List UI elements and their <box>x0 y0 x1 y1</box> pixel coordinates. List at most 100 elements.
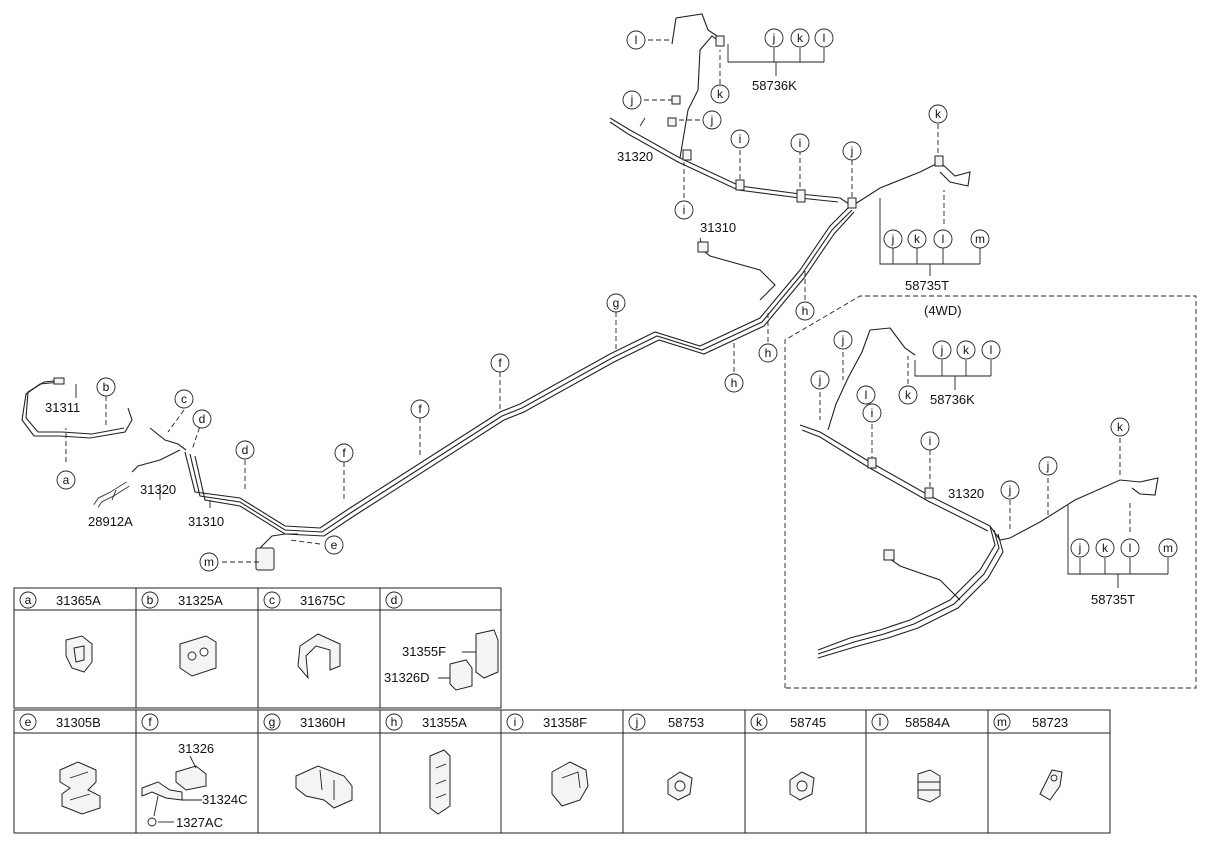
callout-j: j <box>932 340 952 360</box>
callout-l: l <box>1120 538 1140 558</box>
callout-m: m <box>970 229 990 249</box>
svg-text:g: g <box>269 715 276 729</box>
callout-f: f <box>490 353 510 373</box>
label-31320-top: 31320 <box>617 149 653 164</box>
table-cell-b: b 31325A <box>141 591 223 609</box>
callout-h: h <box>724 373 744 393</box>
svg-text:j: j <box>940 343 944 357</box>
svg-text:i: i <box>799 136 802 150</box>
svg-text:b: b <box>103 380 110 394</box>
label-1327AC: 1327AC <box>176 815 223 830</box>
svg-text:31355A: 31355A <box>422 715 467 730</box>
svg-text:e: e <box>331 538 338 552</box>
svg-text:j: j <box>1008 483 1012 497</box>
bushing-58584A-icon <box>917 769 941 803</box>
callout-m: m <box>1158 538 1178 558</box>
label-31310-mid: 31310 <box>700 220 736 235</box>
label-31320-left: 31320 <box>140 482 176 497</box>
callout-k: k <box>907 229 927 249</box>
label-58736K-inset: 58736K <box>930 392 975 407</box>
svg-text:h: h <box>391 715 398 729</box>
callout-i: i <box>674 200 694 220</box>
callout-g: g <box>606 293 626 313</box>
svg-text:l: l <box>879 715 882 729</box>
svg-text:31305B: 31305B <box>56 715 101 730</box>
callout-h: h <box>758 343 778 363</box>
svg-text:d: d <box>391 593 398 607</box>
svg-text:e: e <box>25 715 32 729</box>
callout-k: k <box>1095 538 1115 558</box>
clip-31305B-icon <box>59 761 101 815</box>
svg-text:58584A: 58584A <box>905 715 950 730</box>
svg-text:j: j <box>710 113 714 127</box>
svg-text:j: j <box>635 715 639 729</box>
svg-text:l: l <box>635 33 638 47</box>
callout-j: j <box>1038 456 1058 476</box>
svg-text:j: j <box>850 144 854 158</box>
callout-j: j <box>842 141 862 161</box>
clip-31326-icon <box>175 765 207 791</box>
callout-j: j <box>810 370 830 390</box>
svg-text:k: k <box>756 715 763 729</box>
callout-l: l <box>626 30 646 50</box>
callout-l: l <box>933 229 953 249</box>
label-28912A: 28912A <box>88 514 133 529</box>
svg-text:f: f <box>418 402 422 416</box>
label-31311: 31311 <box>45 400 80 415</box>
label-31355F: 31355F <box>402 644 446 659</box>
table-cell-h: h 31355A <box>385 713 467 731</box>
svg-text:h: h <box>802 304 809 318</box>
svg-text:k: k <box>1102 541 1109 555</box>
main-pipe-bundle <box>21 13 971 571</box>
svg-text:i: i <box>514 715 517 729</box>
clip-31365A-icon <box>65 635 93 673</box>
svg-text:j: j <box>818 373 822 387</box>
inset-title: (4WD) <box>924 303 962 318</box>
svg-text:d: d <box>242 443 249 457</box>
label-58735T-inset: 58735T <box>1091 592 1135 607</box>
svg-text:j: j <box>772 31 776 45</box>
svg-text:m: m <box>204 555 214 569</box>
inset-callouts: j j l i i k j k l j j k j k l m <box>810 330 1178 558</box>
callout-f: f <box>334 443 354 463</box>
table-cell-a: a 31365A <box>19 591 101 609</box>
callout-j: j <box>883 229 903 249</box>
svg-text:31360H: 31360H <box>300 715 346 730</box>
part-labels: 31311 31320 28912A 31310 31320 31310 587… <box>45 78 1135 607</box>
callout-m: m <box>199 552 219 572</box>
clamp-58723-icon <box>1039 769 1063 801</box>
svg-text:f: f <box>498 356 502 370</box>
table-cell-i: i 31358F <box>506 713 587 731</box>
svg-text:j: j <box>891 232 895 246</box>
svg-text:j: j <box>1078 541 1082 555</box>
svg-text:l: l <box>942 232 945 246</box>
callout-i: i <box>920 431 940 451</box>
svg-text:c: c <box>181 392 187 406</box>
callout-i: i <box>790 133 810 153</box>
svg-text:l: l <box>1129 541 1132 555</box>
table-cell-k: k 58745 <box>750 713 826 731</box>
parts-table: a 31365A b 31325A c 31675C d 31355F 3132… <box>13 587 1111 834</box>
svg-text:m: m <box>997 715 1007 729</box>
bolt-1327AC-icon <box>147 817 157 827</box>
svg-text:b: b <box>147 593 154 607</box>
svg-text:58745: 58745 <box>790 715 826 730</box>
main-callouts: a b c d d f f f g h h h e m i i i j k l … <box>56 28 990 572</box>
table-cell-e: e 31305B <box>19 713 101 731</box>
callout-arrows <box>65 39 1131 563</box>
clip-31360H-icon <box>295 765 353 809</box>
bracket-31675C-icon <box>297 633 341 680</box>
callout-brackets <box>75 44 1169 588</box>
svg-text:f: f <box>148 715 152 729</box>
svg-text:31365A: 31365A <box>56 593 101 608</box>
svg-text:a: a <box>25 593 32 607</box>
svg-text:58753: 58753 <box>668 715 704 730</box>
svg-text:j: j <box>630 93 634 107</box>
callout-i: i <box>862 403 882 423</box>
callout-k: k <box>790 28 810 48</box>
svg-text:l: l <box>865 388 868 402</box>
svg-text:k: k <box>717 87 724 101</box>
table-cell-m: m 58723 <box>993 713 1068 731</box>
svg-text:31675C: 31675C <box>300 593 346 608</box>
